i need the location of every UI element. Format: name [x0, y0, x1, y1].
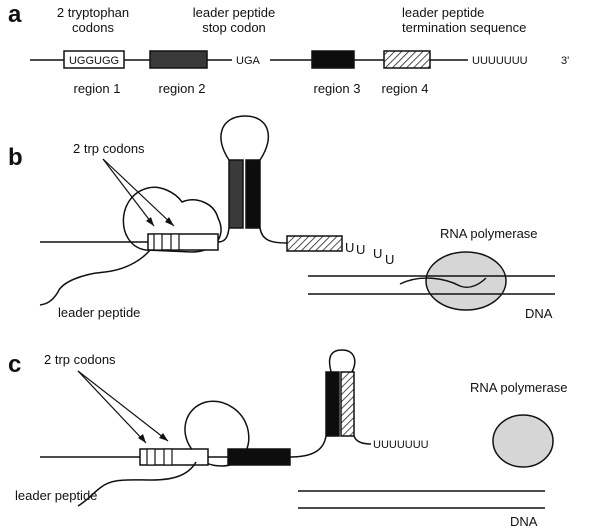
label-dna: DNA [510, 514, 538, 529]
region-3-label: region 3 [314, 81, 361, 96]
region-2-label: region 2 [159, 81, 206, 96]
seq-u-tail: UUUUUUU [373, 439, 429, 451]
region-3-box [311, 50, 355, 69]
arrowhead [138, 434, 146, 443]
label-2-trp-codons: 2 trp codons [44, 352, 116, 367]
ribosome [122, 186, 222, 253]
seq-uggugg: UGGUGG [69, 55, 119, 67]
u-char: U [385, 252, 394, 267]
label-leader-peptide: leader peptide [15, 488, 97, 503]
rna-polymerase [425, 251, 507, 311]
nascent-rna-in-polymerase [399, 277, 487, 288]
panel-a: a 2 tryptophan codons leader peptide sto… [8, 1, 569, 96]
stem-loop-2-3 [220, 115, 270, 161]
label-stop-codon-line1: leader peptide [193, 5, 275, 20]
arrowhead [159, 433, 168, 441]
region-3-strand [245, 159, 261, 229]
region-2-strand [227, 448, 291, 466]
terminator-loop [328, 349, 356, 379]
label-dna: DNA [525, 306, 553, 321]
seq-u-tail: UUUUUUU [472, 55, 528, 67]
three-prime-end: 3' [561, 55, 569, 67]
rna-polymerase [492, 414, 554, 468]
ribosome [184, 400, 250, 467]
region-4-strand [286, 235, 343, 252]
label-tryptophan-codons-line2: codons [72, 20, 114, 35]
label-rna-polymerase: RNA polymerase [440, 226, 538, 241]
leader-peptide-strand [39, 249, 151, 306]
panel-c-letter: c [8, 351, 21, 378]
panel-b: b 2 trp codons U U U U leader peptide RN… [8, 115, 555, 321]
label-tryptophan-codons-line1: 2 tryptophan [57, 5, 129, 20]
label-stop-codon-line2: stop codon [202, 20, 266, 35]
panel-b-letter: b [8, 144, 23, 171]
panel-c: c 2 trp codons UUUUUUU leader peptide RN… [8, 349, 568, 529]
trp-codon-1 [153, 233, 163, 251]
label-2-trp-codons: 2 trp codons [73, 141, 145, 156]
region-2-box [149, 50, 208, 69]
region-2-strand [228, 159, 244, 229]
region-4-strand [340, 371, 355, 437]
region-1-box [63, 50, 125, 69]
mrna-to-u-tail [353, 435, 372, 445]
arrow-to-codon-2 [77, 370, 169, 442]
region-3-strand [325, 371, 340, 437]
label-rna-polymerase: RNA polymerase [470, 380, 568, 395]
region-4-label: region 4 [382, 81, 429, 96]
arrowhead [146, 217, 154, 226]
label-leader-peptide: leader peptide [58, 305, 140, 320]
arrow-to-codon-1 [102, 158, 155, 227]
u-char: U [345, 240, 354, 255]
label-termination-line1: leader peptide [402, 5, 484, 20]
mrna-to-stem [217, 227, 230, 243]
region-4-box [383, 50, 431, 69]
mrna-to-terminator [289, 435, 327, 458]
arrow-to-codon-1 [77, 370, 147, 444]
trp-codon-2 [163, 448, 173, 466]
panel-a-letter: a [8, 1, 22, 28]
arrowhead [165, 217, 174, 226]
leader-peptide-strand [77, 461, 197, 507]
trp-codon-1 [146, 448, 156, 466]
mrna-to-region-4 [259, 227, 288, 244]
region-1-label: region 1 [74, 81, 121, 96]
u-char: U [373, 246, 382, 261]
label-termination-line2: termination sequence [402, 20, 526, 35]
u-char: U [356, 242, 365, 257]
seq-uga-stop: UGA [236, 55, 261, 67]
trp-codon-2 [170, 233, 180, 251]
